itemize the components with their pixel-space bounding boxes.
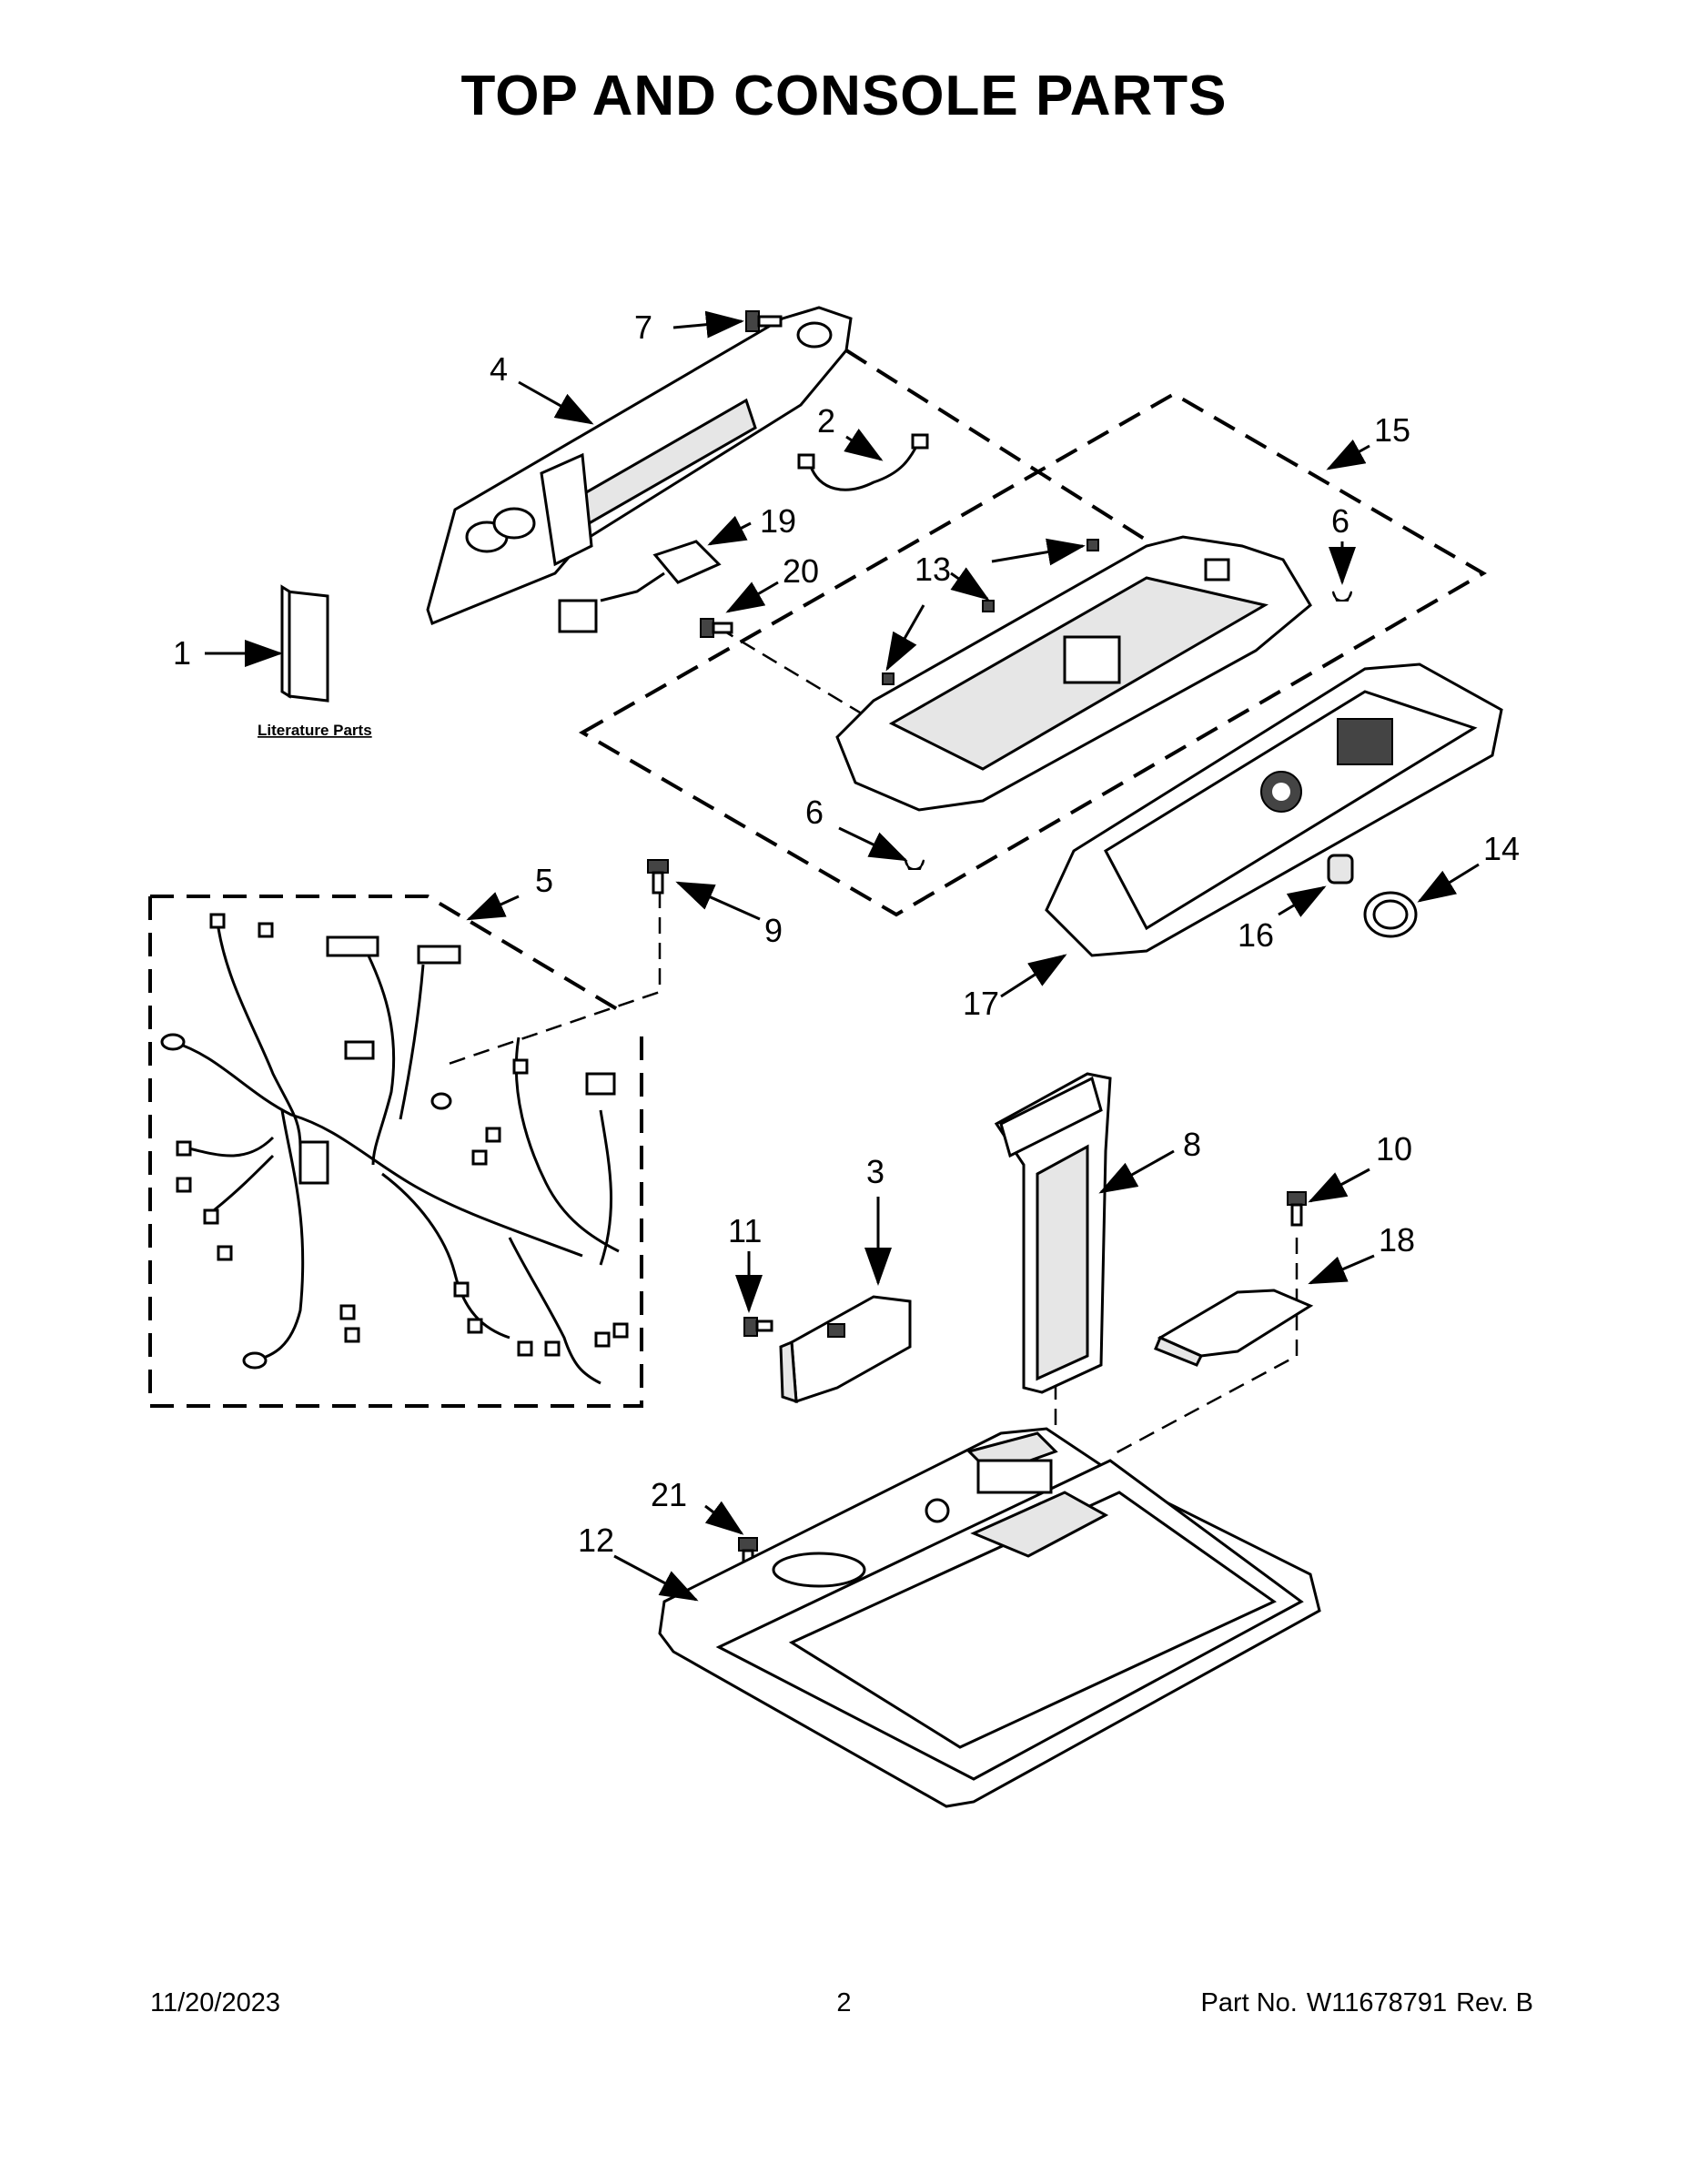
callout-19-arrow	[707, 515, 752, 546]
ring-14-inner	[1372, 899, 1409, 930]
callout-15: 15	[1374, 411, 1410, 449]
screw-10-icon	[1287, 1191, 1307, 1227]
footer-page-number: 2	[836, 1988, 852, 2017]
callout-5-arrow	[466, 892, 520, 921]
console-to-top-leader	[844, 349, 1157, 548]
callout-13b-arrow	[950, 567, 990, 601]
callout-16: 16	[1238, 916, 1274, 954]
callout-14-arrow	[1417, 863, 1480, 903]
lint-filter-8	[994, 1072, 1112, 1394]
callout-2-arrow	[844, 429, 884, 461]
callout-8: 8	[1183, 1126, 1201, 1163]
callout-20-arrow	[725, 581, 779, 613]
callout-11: 11	[728, 1212, 762, 1249]
harness-dashed-outline	[148, 895, 643, 1408]
callout-17-arrow	[1000, 954, 1067, 998]
callout-21-arrow	[704, 1501, 744, 1535]
clip-13c-icon	[1087, 539, 1099, 551]
switch-19	[558, 540, 722, 633]
literature-parts-label: Literature Parts	[258, 722, 372, 739]
callout-17: 17	[963, 985, 999, 1022]
wire-harness-small	[797, 433, 929, 491]
callout-13c-arrow	[991, 538, 1086, 566]
cover-18	[1154, 1289, 1314, 1367]
callout-21: 21	[651, 1476, 687, 1513]
screw-9-icon	[647, 859, 669, 895]
callout-10-arrow	[1308, 1168, 1370, 1203]
screw-9-leader	[445, 892, 662, 1067]
screw-11-icon	[743, 1317, 773, 1337]
callout-3: 3	[866, 1153, 884, 1190]
callout-18: 18	[1379, 1221, 1415, 1259]
callout-4: 4	[490, 350, 508, 388]
callout-1: 1	[173, 634, 191, 672]
callout-2: 2	[817, 402, 835, 440]
literature-booklet	[280, 584, 329, 703]
screw-20-leader	[718, 626, 879, 725]
screw-7-icon	[745, 310, 783, 332]
clip-6-top-icon	[1332, 591, 1352, 602]
callout-20: 20	[783, 552, 819, 590]
callout-12-arrow	[613, 1554, 699, 1602]
rear-console-panel	[426, 306, 853, 625]
callout-7: 7	[634, 308, 652, 346]
knob-16-icon	[1327, 854, 1354, 885]
callout-19: 19	[760, 502, 796, 540]
callout-4-arrow	[518, 380, 594, 425]
sensor-bracket-3	[779, 1295, 912, 1404]
callout-10: 10	[1376, 1130, 1412, 1168]
cover-18-leader	[1109, 1238, 1299, 1458]
callout-5: 5	[535, 862, 553, 899]
callout-8-arrow	[1098, 1149, 1175, 1194]
footer-part-number: W11678791	[1306, 1988, 1448, 2017]
footer-part-info: Part No. W11678791 Rev. B	[1191, 1988, 1533, 2018]
console-housing	[835, 535, 1312, 812]
callout-9-arrow	[675, 881, 761, 921]
footer-revision: Rev. B	[1456, 1988, 1533, 2017]
footer-part-label: Part No.	[1200, 1988, 1298, 2017]
callout-6-bottom: 6	[805, 794, 824, 831]
clip-6-bottom-icon	[905, 859, 925, 870]
screw-20-icon	[700, 618, 733, 638]
footer-date: 11/20/2023	[150, 1988, 280, 2017]
callout-16-arrow	[1278, 885, 1327, 917]
callout-9: 9	[764, 912, 783, 949]
console-assembly-dashed-outline	[578, 391, 1487, 917]
console-overlay-panel	[1045, 662, 1503, 957]
callout-6-top: 6	[1331, 502, 1349, 540]
callout-12: 12	[578, 1522, 614, 1559]
main-wire-harness	[160, 913, 629, 1385]
page-title: TOP AND CONSOLE PARTS	[460, 65, 1228, 127]
callout-7-arrow	[672, 310, 744, 339]
callout-18-arrow	[1308, 1254, 1375, 1285]
callout-13a-arrow	[885, 604, 925, 672]
callout-6-bottom-arrow	[838, 826, 908, 862]
clip-13b-icon	[982, 600, 995, 612]
callout-13: 13	[915, 551, 951, 588]
dryer-top-panel	[658, 1427, 1321, 1808]
callout-14: 14	[1483, 830, 1520, 867]
clip-13a-icon	[882, 672, 895, 685]
callout-15-arrow	[1326, 439, 1370, 470]
